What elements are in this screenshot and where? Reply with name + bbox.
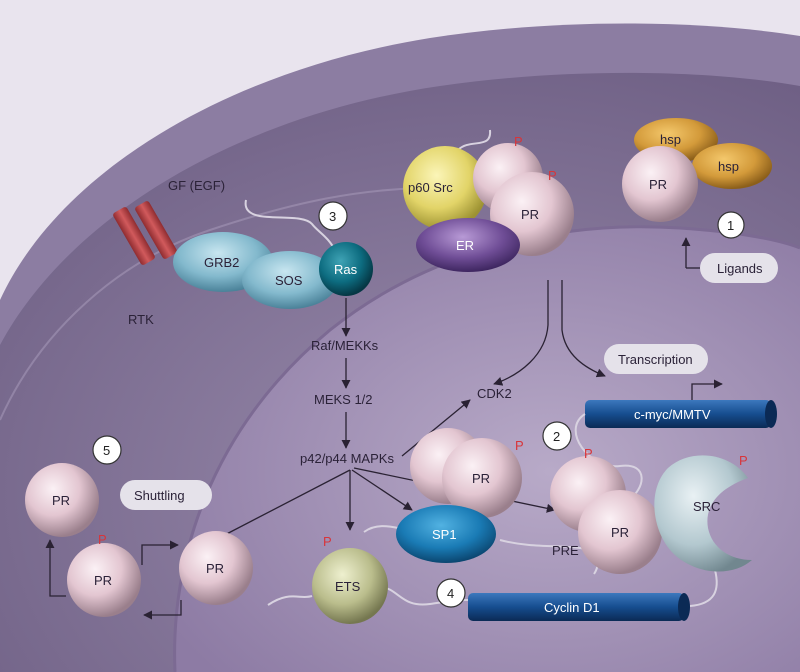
src-protein-nuclear bbox=[654, 455, 752, 572]
meks-label: MEKS 1/2 bbox=[314, 392, 373, 407]
cyclin-d1-label: Cyclin D1 bbox=[544, 600, 600, 615]
pr-label-pre: PR bbox=[611, 525, 629, 540]
ras-protein bbox=[319, 242, 373, 296]
arrow-mapk-cdk2 bbox=[401, 399, 471, 457]
pr-protein-nuclear bbox=[442, 438, 522, 518]
arrow-shuttle-back bbox=[143, 600, 182, 620]
p60-src-protein bbox=[403, 146, 487, 230]
cmyc-mmtv-gene bbox=[585, 400, 771, 428]
src-label: SRC bbox=[693, 499, 720, 514]
pr-label-shuttle-right: PR bbox=[206, 561, 224, 576]
arrow-mapk-pr-cyto bbox=[214, 469, 351, 541]
phospho-marker-2: P bbox=[548, 168, 557, 183]
cmyc-mmtv-label: c-myc/MMTV bbox=[634, 407, 711, 422]
sos-label: SOS bbox=[275, 273, 303, 288]
pr-protein-pre bbox=[578, 490, 662, 574]
pr-protein-shuttle-right bbox=[179, 531, 253, 605]
transcription-start-arrow bbox=[691, 379, 723, 402]
transcription-pill bbox=[604, 344, 708, 374]
step-marker-5 bbox=[92, 435, 122, 465]
sos-protein bbox=[242, 251, 338, 309]
mapks-label: p42/p44 MAPKs bbox=[300, 451, 394, 466]
membrane-highlight bbox=[0, 187, 421, 421]
ets-protein bbox=[312, 548, 388, 624]
ligands-label: Ligands bbox=[717, 261, 763, 276]
pr-protein-cytoplasm bbox=[622, 146, 698, 222]
shuttling-label: Shuttling bbox=[134, 488, 185, 503]
hsp-label-2: hsp bbox=[718, 159, 739, 174]
phospho-marker-3: P bbox=[515, 438, 524, 453]
pr-label-nuclear: PR bbox=[472, 471, 490, 486]
shuttling-pill bbox=[120, 480, 212, 510]
step-marker-4 bbox=[436, 578, 466, 608]
rtk-receptor bbox=[113, 201, 177, 265]
transcription-label: Transcription bbox=[618, 352, 693, 367]
arrow-complex-transcription bbox=[561, 280, 606, 378]
phospho-marker-6: P bbox=[323, 534, 332, 549]
rtk-label: RTK bbox=[128, 312, 154, 327]
ras-tether bbox=[244, 199, 337, 253]
dna-strand-upper bbox=[574, 413, 643, 501]
er-label: ER bbox=[456, 238, 474, 253]
sp1-protein bbox=[396, 505, 496, 563]
step-number-5: 5 bbox=[103, 443, 110, 458]
er-protein bbox=[416, 218, 520, 272]
phospho-marker-7: P bbox=[98, 532, 107, 547]
hsp-protein-2 bbox=[692, 143, 772, 189]
pr-label-shuttle-bottom: PR bbox=[94, 573, 112, 588]
pr-protein-shuttle-bottom bbox=[67, 543, 141, 617]
arrow-shuttle-up bbox=[45, 539, 66, 597]
arrow-shuttle-to-right bbox=[141, 540, 179, 565]
pr-label-shuttle-top: PR bbox=[52, 493, 70, 508]
phospho-marker-4: P bbox=[584, 446, 593, 461]
hsp-label-1: hsp bbox=[660, 132, 681, 147]
ligands-pill bbox=[700, 253, 778, 283]
step-number-2: 2 bbox=[553, 429, 560, 444]
phospho-marker-1: P bbox=[514, 134, 523, 149]
pr-label-1: PR bbox=[649, 177, 667, 192]
phospho-marker-5: P bbox=[739, 453, 748, 468]
dna-strand-right bbox=[689, 569, 718, 607]
pr-protein-shuttle-top bbox=[25, 463, 99, 537]
step-marker-3 bbox=[318, 201, 348, 231]
cyclin-d1-gene bbox=[468, 593, 684, 621]
raf-label: Raf/MEKKs bbox=[311, 338, 379, 353]
arrow-mapk-sp1 bbox=[351, 469, 413, 511]
step-marker-2 bbox=[542, 421, 572, 451]
step-number-1: 1 bbox=[727, 218, 734, 233]
sp1-label: SP1 bbox=[432, 527, 457, 542]
step-marker-1 bbox=[717, 211, 745, 239]
arrow-complex-cdk2 bbox=[493, 280, 549, 386]
ras-label: Ras bbox=[334, 262, 358, 277]
step-number-4: 4 bbox=[447, 586, 454, 601]
ets-label: ETS bbox=[335, 579, 361, 594]
grb2-label: GRB2 bbox=[204, 255, 239, 270]
cdk2-label: CDK2 bbox=[477, 386, 512, 401]
pre-label: PRE bbox=[552, 543, 579, 558]
dna-strand-left bbox=[267, 595, 313, 606]
pr-label-membrane: PR bbox=[521, 207, 539, 222]
step-number-3: 3 bbox=[329, 209, 336, 224]
p60-src-label: p60 Src bbox=[408, 180, 453, 195]
gf-label: GF (EGF) bbox=[168, 178, 225, 193]
